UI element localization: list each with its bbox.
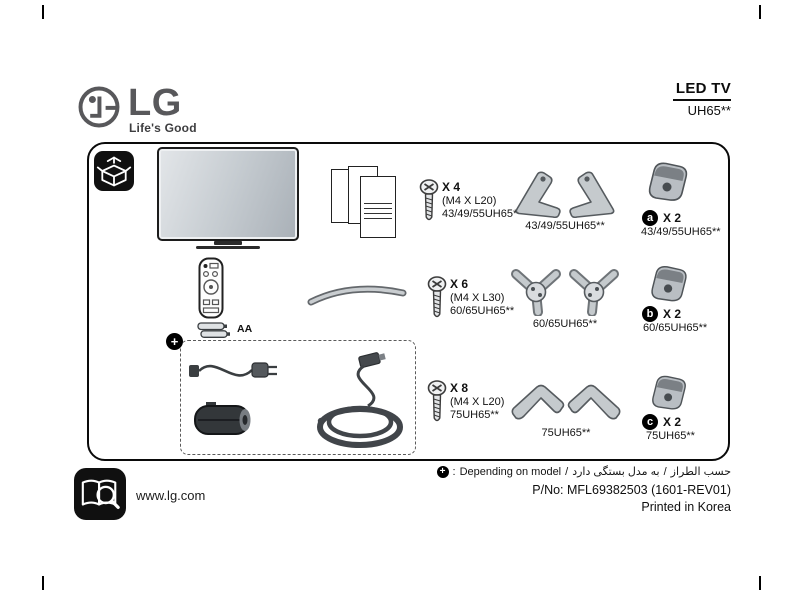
product-block: LED TV UH65** bbox=[673, 80, 731, 118]
footnote-sep: / bbox=[663, 465, 667, 478]
screw-qty: X 6 bbox=[450, 277, 469, 291]
screw-icon bbox=[419, 179, 439, 221]
optional-accessories-box bbox=[180, 340, 416, 455]
lg-tagline: Life's Good bbox=[129, 121, 197, 135]
batteries-icon bbox=[197, 322, 230, 338]
stand-legs-icon bbox=[515, 171, 615, 218]
stand-bracket-icon bbox=[648, 162, 688, 201]
bracket-badge: c bbox=[642, 414, 658, 430]
bracket-models: 75UH65** bbox=[646, 430, 695, 442]
bracket-models: 43/49/55UH65** bbox=[641, 226, 721, 238]
screw-spec: (M4 X L20) bbox=[450, 396, 505, 408]
screw-models: 43/49/55UH65** bbox=[442, 208, 522, 220]
plus-circle-icon: + bbox=[166, 333, 183, 350]
bracket-qty: X 2 bbox=[663, 307, 682, 321]
footnote-sep: / bbox=[565, 465, 569, 478]
header-rule bbox=[673, 99, 731, 101]
depending-on-model-note: + : Depending on model / به مدل بستگی دا… bbox=[436, 465, 731, 478]
bracket-models: 60/65UH65** bbox=[643, 322, 708, 334]
footnote-colon: : bbox=[452, 465, 456, 478]
bracket-qty: X 2 bbox=[663, 415, 682, 429]
tv-stand-base bbox=[196, 246, 260, 249]
screw-icon bbox=[427, 276, 447, 318]
manual-booklet bbox=[360, 176, 396, 238]
accessories-box bbox=[87, 142, 730, 461]
antenna-cable-icon bbox=[317, 352, 403, 448]
crop-mark bbox=[42, 576, 44, 590]
crop-mark bbox=[759, 576, 761, 590]
footnote-en: Depending on model bbox=[459, 465, 562, 478]
manual-text-line bbox=[364, 212, 392, 215]
ferrite-core-icon bbox=[194, 402, 251, 435]
screw-icon bbox=[427, 380, 447, 422]
crop-mark bbox=[42, 5, 44, 19]
screw-qty: X 8 bbox=[450, 381, 469, 395]
stand-legs-models: 43/49/55UH65** bbox=[525, 220, 605, 232]
cable-holder-icon bbox=[307, 285, 407, 306]
stand-legs-icon bbox=[511, 269, 619, 316]
stand-legs-models: 75UH65** bbox=[541, 427, 591, 439]
screw-spec: (M4 X L20) bbox=[442, 195, 497, 207]
screw-models: 75UH65** bbox=[450, 409, 499, 421]
model-number: UH65** bbox=[687, 102, 731, 118]
bracket-qty: X 2 bbox=[663, 211, 682, 225]
stand-bracket-icon bbox=[652, 375, 686, 410]
print-info: P/No: MFL69382503 (1601-REV01) Printed i… bbox=[532, 482, 731, 516]
plus-circle-icon: + bbox=[436, 465, 449, 478]
lg-logo-symbol-icon bbox=[78, 86, 120, 128]
screw-spec: (M4 X L30) bbox=[450, 292, 505, 304]
battery-label: AA bbox=[237, 323, 253, 335]
book-search-icon bbox=[74, 468, 126, 520]
screw-qty: X 4 bbox=[442, 180, 461, 194]
printed-in: Printed in Korea bbox=[641, 500, 731, 514]
website-url: www.lg.com bbox=[136, 488, 206, 503]
tv-illustration bbox=[157, 147, 299, 241]
bracket-badge: b bbox=[642, 306, 658, 322]
tv-stand-neck bbox=[214, 241, 242, 245]
part-number: P/No: MFL69382503 (1601-REV01) bbox=[532, 483, 731, 497]
stand-bracket-icon bbox=[651, 265, 687, 302]
screw-models: 60/65UH65** bbox=[450, 305, 515, 317]
bracket-badge: a bbox=[642, 210, 658, 226]
lg-logo-text: LG bbox=[128, 82, 182, 124]
open-box-icon bbox=[94, 151, 134, 191]
power-cable-icon bbox=[189, 362, 277, 378]
footnote-fa: به مدل بستگی دارد bbox=[572, 466, 660, 478]
manual-text-line bbox=[364, 207, 392, 210]
footnote-ar: حسب الطراز bbox=[670, 466, 731, 478]
stand-legs-models: 60/65UH65** bbox=[532, 318, 598, 330]
remote-control-icon bbox=[198, 257, 224, 319]
crop-mark bbox=[759, 5, 761, 19]
manual-text-line bbox=[364, 217, 392, 220]
stand-legs-icon bbox=[511, 384, 621, 420]
product-type: LED TV bbox=[675, 80, 731, 97]
manual-text-line bbox=[364, 202, 392, 205]
